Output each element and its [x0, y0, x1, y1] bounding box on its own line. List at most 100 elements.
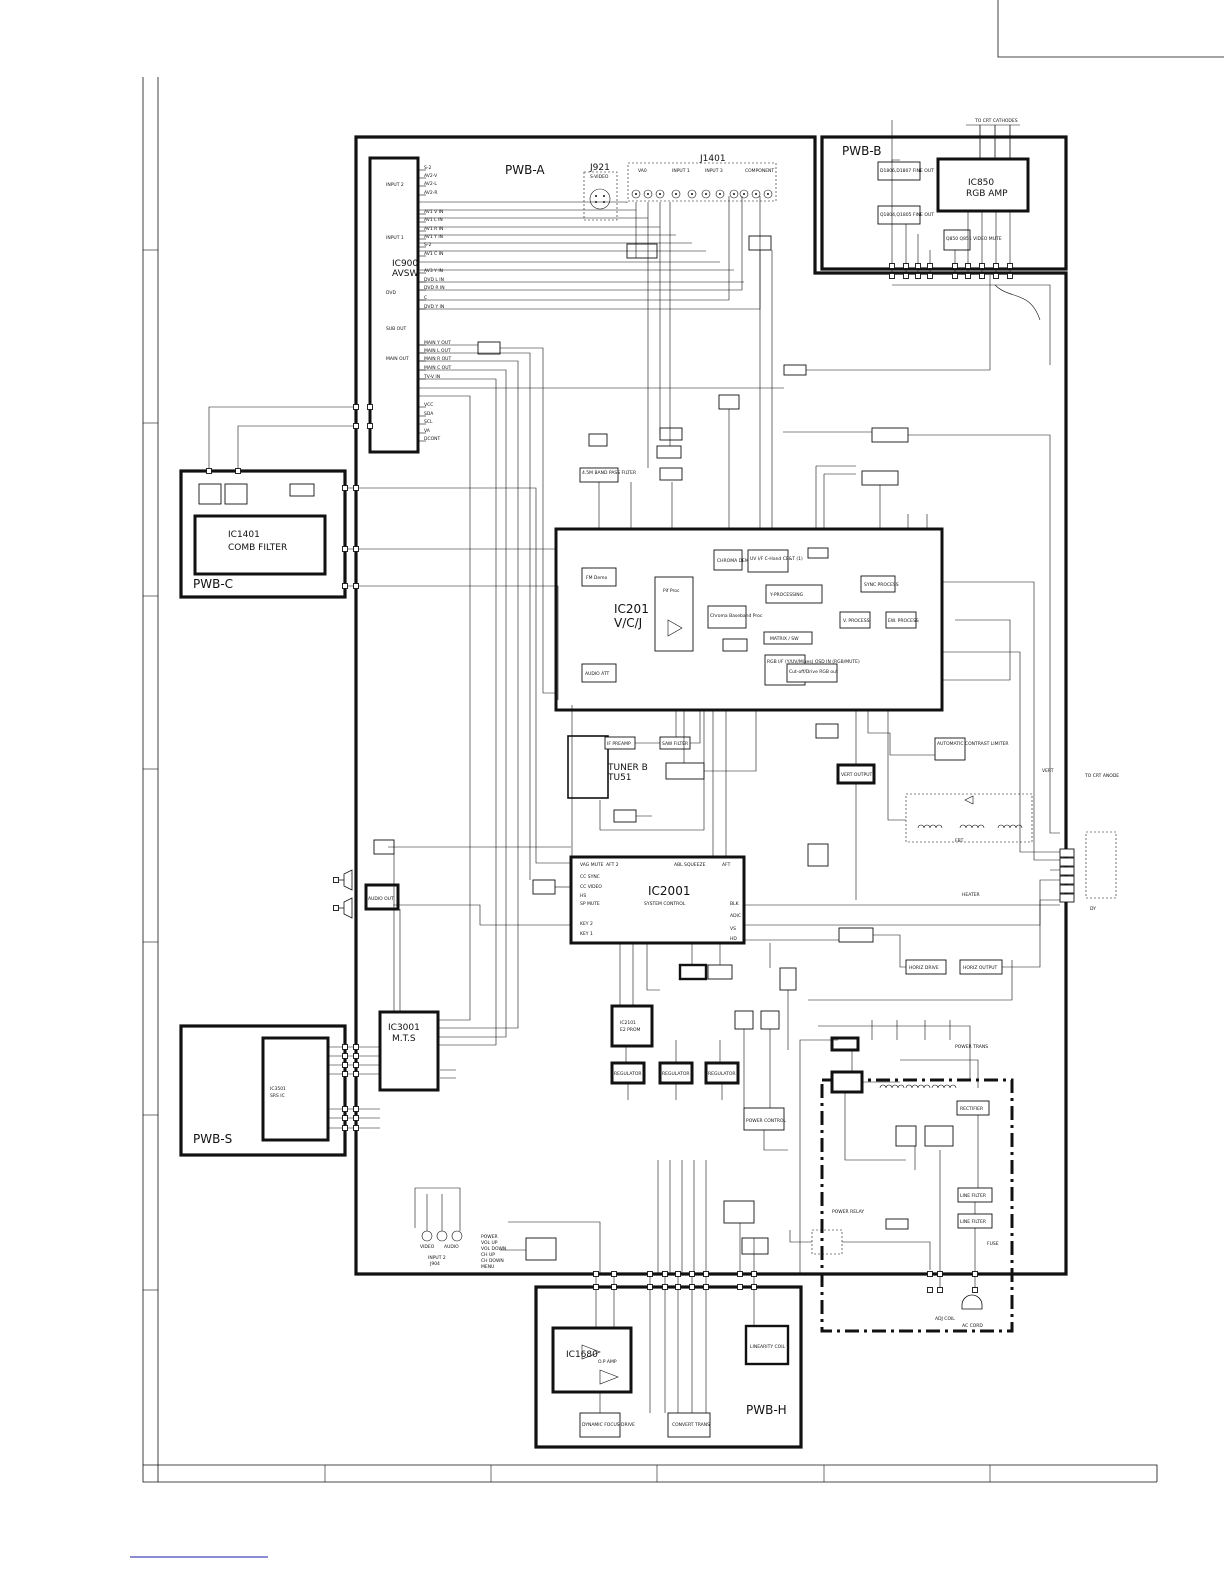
regulator-2: REGULATOR — [662, 1071, 690, 1077]
ic3001-subtitle: M.T.S — [392, 1034, 416, 1044]
input2-video-label: VIDEO — [420, 1244, 435, 1250]
connector-pin — [751, 1271, 757, 1277]
connector-pin — [206, 468, 212, 474]
front-panel-key: MENU — [481, 1264, 494, 1270]
pwb-h-label: PWB-H — [746, 1403, 787, 1417]
connector-pin — [689, 1284, 695, 1290]
connector-pin — [353, 1125, 359, 1131]
jack-pin — [635, 193, 637, 195]
input2-audio-label: AUDIO — [444, 1244, 459, 1250]
saw-filter: SAW FILTER — [662, 741, 688, 747]
ic900-pin-label: MAIN R OUT — [424, 356, 451, 362]
eeprom-block: IC2101 E2 PROM REGULATOR REGULATOR REGUL… — [610, 963, 787, 1131]
connector-pin — [903, 263, 909, 269]
connector-pin — [367, 404, 373, 410]
connector-pin — [353, 1062, 359, 1068]
ic900-subtitle: AVSW — [392, 269, 418, 279]
coil-winding — [931, 1084, 957, 1089]
ic2001-pin-label: CC VIDEO — [580, 884, 602, 890]
ic900-pin-label: S-2 — [424, 242, 431, 248]
connector-pin — [1007, 273, 1013, 279]
connector-pin — [342, 1071, 348, 1077]
ic201-audio-att: AUDIO ATT — [585, 671, 610, 677]
ic201-subtitle: V/C/J — [614, 616, 642, 630]
ic201-y-processing: Y-PROCESSING — [769, 592, 804, 598]
jack-pin — [767, 193, 769, 195]
dy-pin — [1059, 857, 1075, 867]
connector-pin — [993, 273, 999, 279]
ic900-pin-label: S-2 — [424, 165, 431, 171]
connector-pin — [965, 273, 971, 279]
ic201-chroma-baseband: Chroma Baseband Proc — [710, 613, 763, 619]
regulator-3: REGULATOR — [708, 1071, 736, 1077]
ic2001-pin-label: VS — [730, 926, 736, 932]
ic1680-block: IC1680 O.P AMP DYNAMIC FOCUS DRIVE CONVE… — [551, 1324, 790, 1438]
connector-pin — [647, 1284, 653, 1290]
connector-pin — [353, 1115, 359, 1121]
jack-circle — [655, 189, 665, 199]
connector-pin — [952, 273, 958, 279]
power-section: RECTIFIER LINE FILTER LINE FILTER FUSE P… — [811, 824, 1023, 1329]
connector-pin — [889, 263, 895, 269]
ic2001-title: IC2001 — [648, 884, 690, 898]
ic900-pin-label: AV2-L — [424, 181, 437, 187]
connector-pin — [689, 1271, 695, 1277]
jack-label-va0: VA0 — [638, 168, 647, 174]
j1401-jack-row — [631, 189, 773, 199]
connector-pin — [915, 273, 921, 279]
power-transformer-coils — [879, 824, 1023, 1089]
ic201-block: IC201 V/C/J FM Demo AUDIO ATT Pif Proc C… — [554, 527, 944, 712]
ic2001-pin-label: ABL SQUEEZE — [674, 862, 706, 868]
page-frame — [130, 0, 1224, 1558]
connector-pin — [611, 1271, 617, 1277]
pwb-a-label: PWB-A — [505, 163, 545, 177]
connector-pin — [979, 273, 985, 279]
connector-pin — [353, 485, 359, 491]
ic3501-title: IC3501 — [270, 1086, 286, 1092]
connector-pin — [927, 263, 933, 269]
rgb-fine-out-1: D1806,D1807 FINE OUT — [880, 168, 934, 174]
fuse: FUSE — [987, 1241, 999, 1247]
front-panel-key: POWER — [481, 1234, 498, 1240]
pwb-b-label: PWB-B — [842, 144, 881, 158]
connector-pin — [353, 1044, 359, 1050]
ic1401-subtitle: COMB FILTER — [228, 543, 287, 553]
jack-circle — [763, 189, 773, 199]
connector-pin — [927, 273, 933, 279]
jack-circle — [643, 189, 653, 199]
fbt-label: FBT — [955, 838, 964, 844]
jack-circle — [751, 189, 761, 199]
to-crt-cathodes: TO CRT CATHODES — [974, 118, 1018, 124]
input2-jacks: VIDEO AUDIO INPUT 2 J904 — [414, 1187, 463, 1267]
tuner-block: TUNER B TU51 IF PREAMP SAW FILTER — [567, 735, 691, 799]
jack-circle — [687, 189, 697, 199]
ic201-cutoff-drive: Cut-off/Drive RGB out — [789, 669, 838, 675]
j921-sublabel: S-VIDEO — [590, 174, 609, 180]
adj-coil: ADJ COIL — [935, 1316, 955, 1322]
jack-pin — [659, 193, 661, 195]
front-panel-key: VOL UP — [481, 1240, 498, 1246]
jack-circle — [701, 189, 711, 199]
ic2001-pin-label: KEY 1 — [580, 931, 593, 937]
connector-pin — [662, 1284, 668, 1290]
linearity-coil: LINEARITY COIL — [750, 1344, 786, 1350]
ic2001-pin-label: CC SYNC — [580, 874, 600, 880]
ic3001-block: IC3001 M.T.S — [378, 1010, 440, 1092]
ic900-pin-label: C — [424, 295, 427, 301]
front-panel-key: VOL DOWN — [481, 1246, 506, 1252]
connector-pin — [979, 263, 985, 269]
connector-pin — [647, 1271, 653, 1277]
ic2101-subtitle: E2 PROM — [620, 1027, 641, 1033]
ic1680-subtitle: O.P AMP — [598, 1359, 617, 1365]
connector-pin — [737, 1271, 743, 1277]
horiz-drive: HORIZ DRIVE — [909, 965, 939, 971]
ic900-group-label: DVD — [386, 290, 396, 296]
connector-pin — [353, 404, 359, 410]
ic201-chroma-demo: CHROMA DEMO — [717, 558, 753, 564]
connector-pin — [675, 1284, 681, 1290]
ic900-pin-label: MAIN L OUT — [424, 348, 451, 354]
connector-pin — [342, 1106, 348, 1112]
